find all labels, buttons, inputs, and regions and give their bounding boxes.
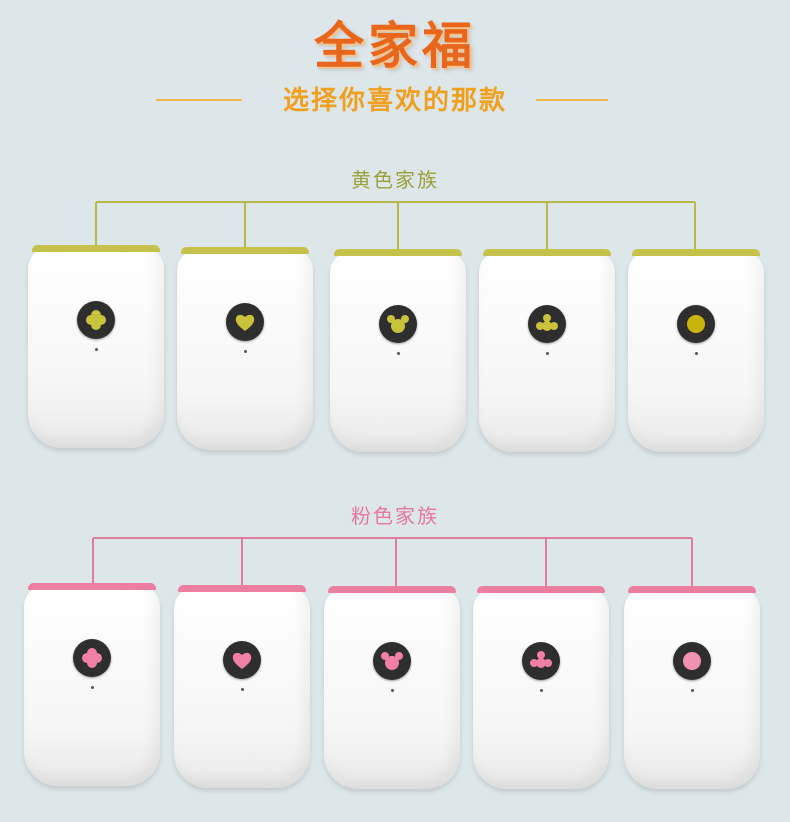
device-rim xyxy=(477,586,605,593)
mouse-face-icon xyxy=(387,315,409,333)
heart-icon xyxy=(235,314,255,331)
device-rim xyxy=(334,249,462,256)
yellow-device-mouse[interactable] xyxy=(330,249,466,452)
yellow-device-circle[interactable] xyxy=(628,249,764,452)
power-button[interactable] xyxy=(226,303,264,341)
cross-icon xyxy=(82,648,102,668)
indicator-light xyxy=(390,689,394,692)
right-divider xyxy=(536,99,608,101)
mouse-face-icon xyxy=(381,652,403,670)
power-button[interactable] xyxy=(677,305,715,343)
circle-icon xyxy=(683,652,701,670)
indicator-light xyxy=(94,348,98,351)
device-rim xyxy=(632,249,760,256)
page-title: 全家福 xyxy=(314,17,476,75)
pink-device-heart[interactable] xyxy=(174,585,310,788)
pink-device-circle[interactable] xyxy=(624,586,760,789)
flower-icon xyxy=(530,651,552,668)
power-button[interactable] xyxy=(528,305,566,343)
power-button[interactable] xyxy=(373,642,411,680)
device-rim xyxy=(328,586,456,593)
indicator-light xyxy=(240,688,244,691)
yellow-device-cross[interactable] xyxy=(28,245,164,448)
device-rim xyxy=(178,585,306,592)
device-rim xyxy=(32,245,160,252)
pink-device-cross[interactable] xyxy=(24,583,160,786)
pink-device-flower[interactable] xyxy=(473,586,609,789)
indicator-light xyxy=(690,689,694,692)
yellow-device-heart[interactable] xyxy=(177,247,313,450)
subtitle-row: 选择你喜欢的那款 xyxy=(0,78,790,122)
cross-icon xyxy=(86,310,106,330)
power-button[interactable] xyxy=(379,305,417,343)
power-button[interactable] xyxy=(673,642,711,680)
indicator-light xyxy=(694,352,698,355)
heart-icon xyxy=(232,652,252,669)
power-button[interactable] xyxy=(73,639,111,677)
yellow-connector xyxy=(95,201,696,250)
yellow-family-label: 黄色家族 xyxy=(351,168,439,192)
device-rim xyxy=(628,586,756,593)
indicator-light xyxy=(243,350,247,353)
power-button[interactable] xyxy=(223,641,261,679)
indicator-light xyxy=(539,689,543,692)
power-button[interactable] xyxy=(522,642,560,680)
indicator-light xyxy=(545,352,549,355)
pink-family-label: 粉色家族 xyxy=(351,504,439,528)
flower-icon xyxy=(536,314,558,331)
power-button[interactable] xyxy=(77,301,115,339)
yellow-device-flower[interactable] xyxy=(479,249,615,452)
pink-connector xyxy=(92,537,693,587)
indicator-light xyxy=(90,686,94,689)
circle-icon xyxy=(687,315,705,333)
device-rim xyxy=(483,249,611,256)
page-subtitle: 选择你喜欢的那款 xyxy=(282,86,507,116)
device-rim xyxy=(181,247,309,254)
pink-device-mouse[interactable] xyxy=(324,586,460,789)
indicator-light xyxy=(396,352,400,355)
left-divider xyxy=(156,99,242,101)
device-rim xyxy=(28,583,156,590)
